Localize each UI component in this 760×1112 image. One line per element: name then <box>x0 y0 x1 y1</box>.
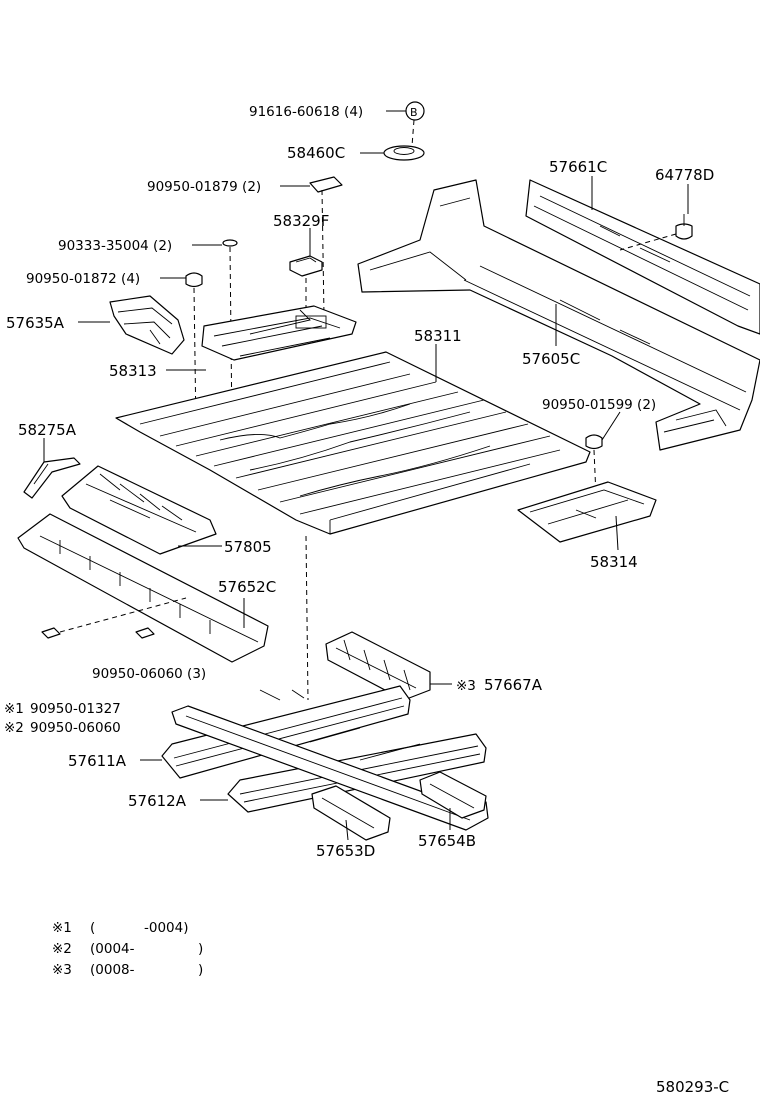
label-57654B: 57654B <box>418 832 476 850</box>
label-mark-2: ※2 <box>4 720 24 736</box>
label-58275A: 58275A <box>18 421 77 439</box>
label-57667A: 57667A <box>484 676 543 694</box>
label-57652C: 57652C <box>218 578 276 596</box>
part-58329F-bracket[interactable] <box>289 255 323 277</box>
label-58329F: 58329F <box>273 212 329 230</box>
part-57605C-side-member[interactable] <box>357 179 760 451</box>
part-58313-panel[interactable] <box>201 305 357 361</box>
part-57635A-bracket[interactable] <box>109 295 185 355</box>
part-90950-01879-grommet[interactable] <box>309 176 343 193</box>
label-57661C: 57661C <box>549 158 607 176</box>
part-90950-01599-grommet[interactable] <box>585 434 603 450</box>
part-90950-01872-grommet[interactable] <box>185 272 203 288</box>
leader-lines <box>43 110 689 841</box>
label-57612A: 57612A <box>128 792 187 810</box>
part-frame-crossmembers[interactable] <box>171 705 489 831</box>
label-58311: 58311 <box>414 327 462 345</box>
label-90950-01872: 90950-01872 (4) <box>26 271 140 287</box>
label-58460C: 58460C <box>287 144 345 162</box>
note-3-value: ) <box>198 962 203 978</box>
label-58313: 58313 <box>109 362 157 380</box>
note-2-mark: ※2 <box>52 941 72 957</box>
label-57805: 57805 <box>224 538 272 556</box>
part-90333-35004-clip[interactable] <box>222 239 238 247</box>
note-1-value: -0004) <box>144 920 189 936</box>
label-58314: 58314 <box>590 553 638 571</box>
part-90950-06060-pad[interactable] <box>135 627 155 639</box>
label-90950-01599: 90950-01599 (2) <box>542 397 656 413</box>
diagram-code: 580293-C <box>656 1078 729 1096</box>
part-57805-crossmember[interactable] <box>61 465 217 555</box>
label-90333-35004: 90333-35004 (2) <box>58 238 172 254</box>
part-57611A-side-member[interactable] <box>161 685 411 779</box>
part-58314-panel[interactable] <box>517 481 657 543</box>
label-mark-1: ※1 <box>4 701 24 717</box>
part-58311-floor-pan[interactable] <box>115 351 591 535</box>
part-58460C-plug[interactable] <box>360 145 425 161</box>
part-57653D-bracket[interactable] <box>311 785 391 841</box>
label-91616-60618: 91616-60618 (4) <box>249 104 363 120</box>
label-57605C: 57605C <box>522 350 580 368</box>
label-57611A: 57611A <box>68 752 127 770</box>
part-57654B-bracket[interactable] <box>419 771 487 819</box>
part-90950-01327-pad[interactable] <box>41 627 61 639</box>
label-57653D: 57653D <box>316 842 375 860</box>
note-2-value: ) <box>198 941 203 957</box>
label-mark-3: ※3 <box>456 678 476 694</box>
note-1-open: ( <box>90 920 95 936</box>
label-90950-06060-3: 90950-06060 (3) <box>92 666 206 682</box>
note-3-open: (0008- <box>90 962 135 978</box>
note-1-mark: ※1 <box>52 920 72 936</box>
label-57635A: 57635A <box>6 314 65 332</box>
label-64778D: 64778D <box>655 166 714 184</box>
note-2-open: (0004- <box>90 941 135 957</box>
part-57661C-rail[interactable] <box>525 179 760 335</box>
part-57652C-crossmember[interactable] <box>17 513 269 663</box>
part-57667A-reinforcement[interactable] <box>325 631 431 701</box>
label-90950-01879: 90950-01879 (2) <box>147 179 261 195</box>
label-90950-01327: 90950-01327 <box>30 701 121 717</box>
footnotes: ※1 ( -0004) ※2 (0004- ) ※3 (0008- ) <box>52 920 203 978</box>
label-b-marker: B <box>410 106 418 119</box>
note-3-mark: ※3 <box>52 962 72 978</box>
label-90950-06060: 90950-06060 <box>30 720 121 736</box>
part-64778D-plug[interactable] <box>675 214 693 240</box>
